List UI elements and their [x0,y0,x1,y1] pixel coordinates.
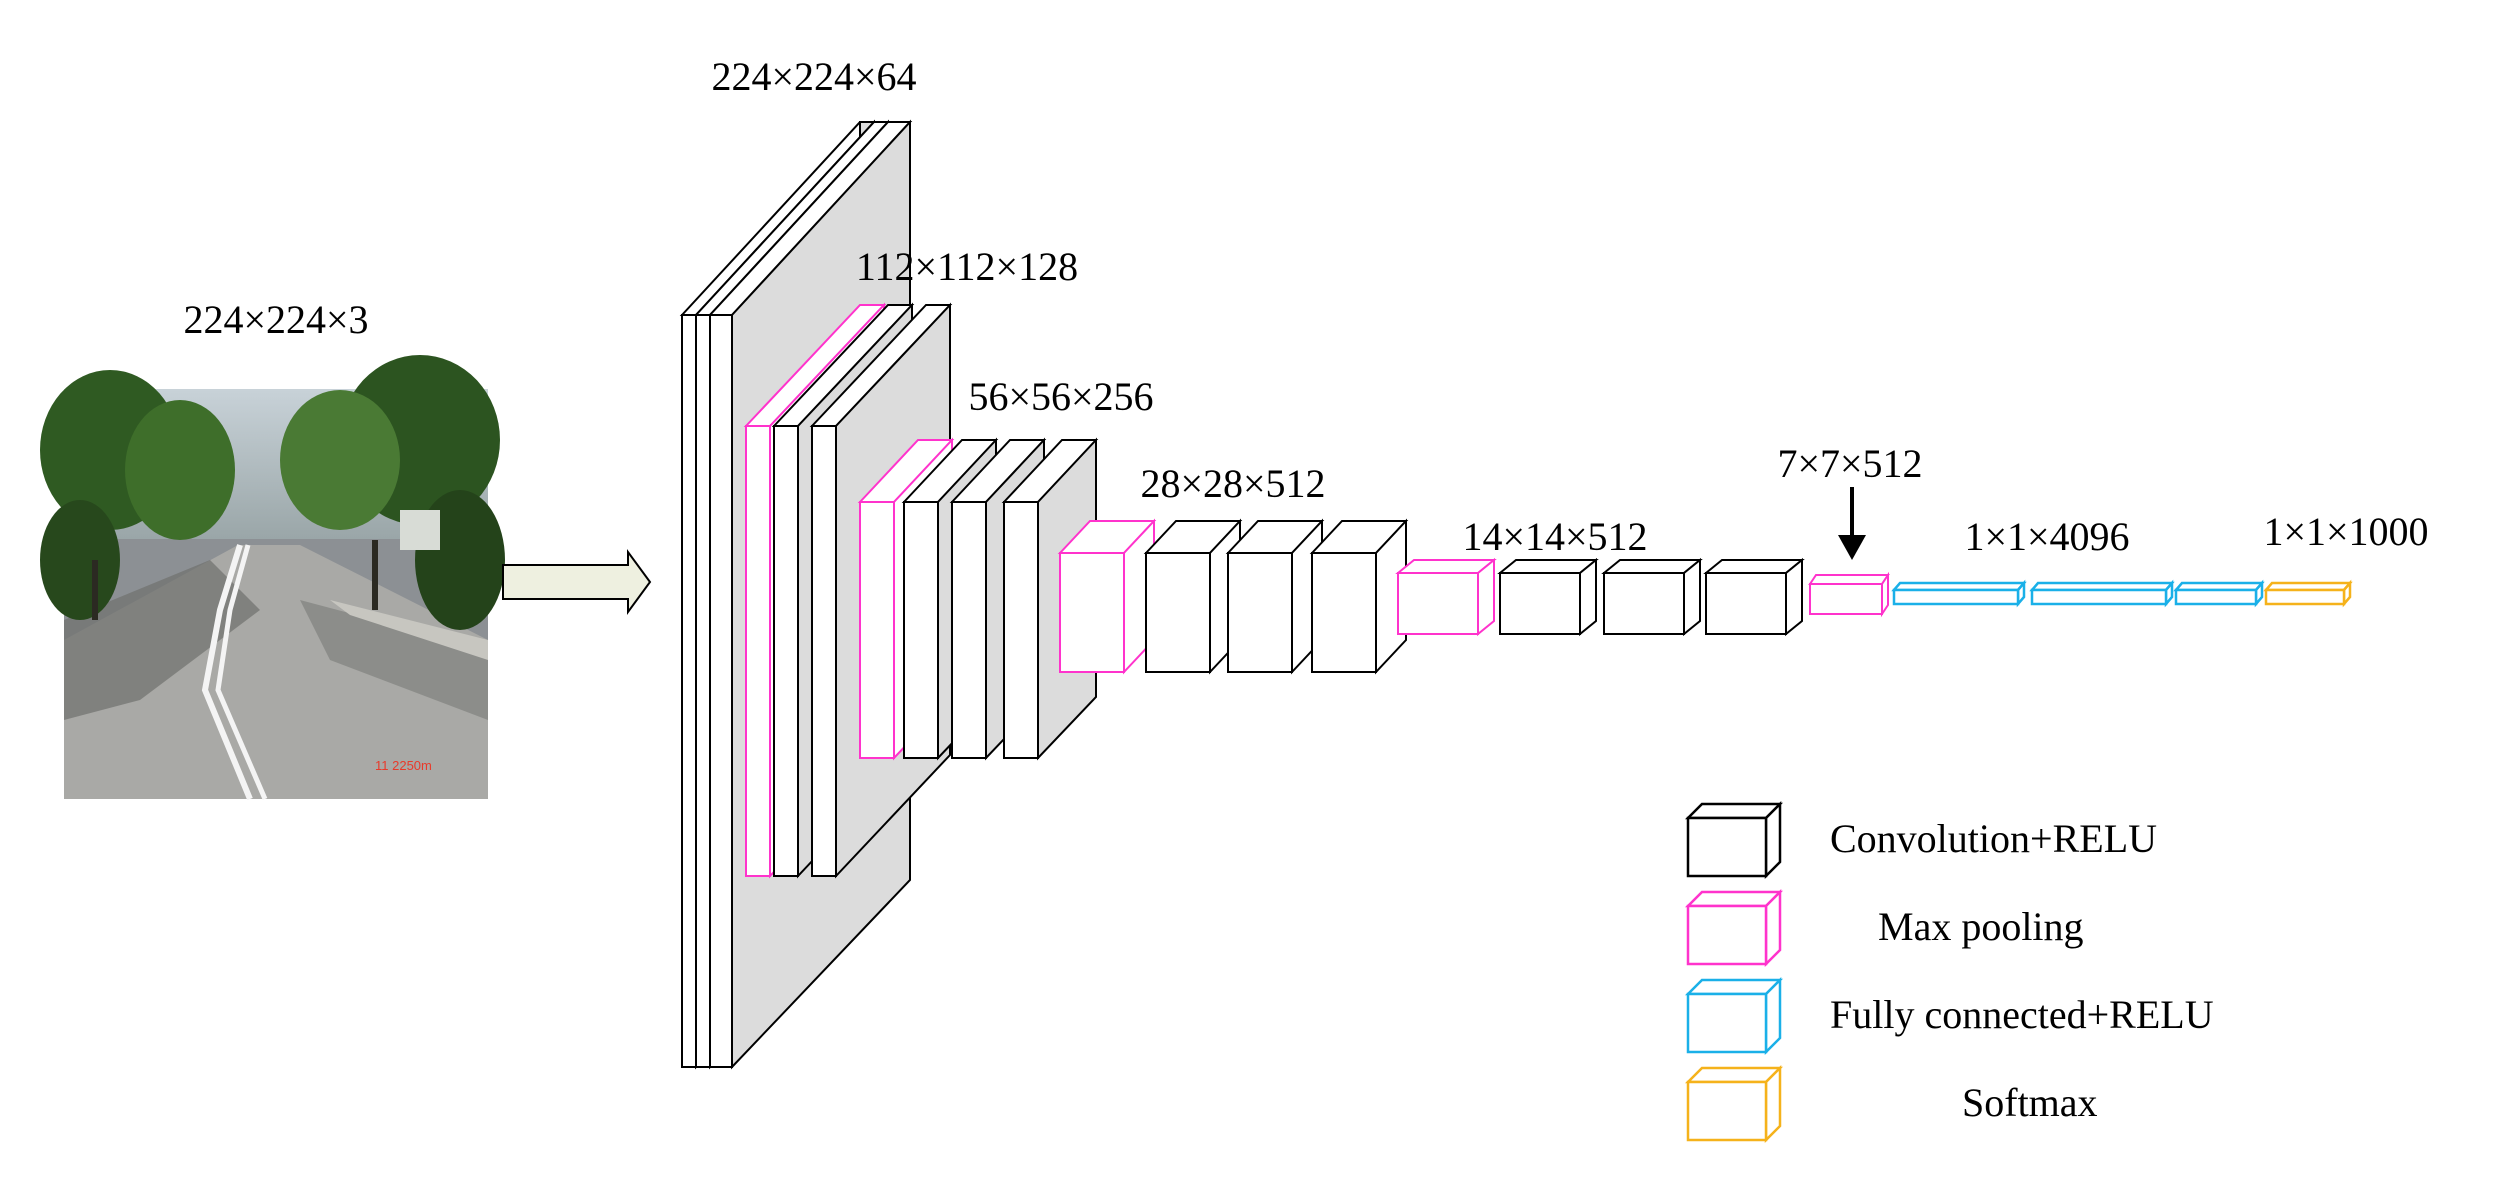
stage5-block [1395,557,1805,637]
legend-softmax-label: Softmax [1962,1080,2098,1125]
stage5-conv-layer-c [1703,557,1805,637]
legend: Convolution+RELU Max pooling Fully conne… [1684,800,2214,1144]
stage7-dims-label: 1×1×4096 [1964,514,2129,559]
stage5-conv-layer-a [1497,557,1599,637]
stage5-pool-layer [1395,557,1497,637]
fc-layer-1 [1891,579,2027,608]
stage4-conv-layer-a [1143,518,1243,675]
stage4-block [1057,518,1409,675]
stage8-softmax-layer [2263,579,2353,608]
stage8-dims-label: 1×1×1000 [2263,509,2428,554]
stage4-conv-layer-b [1225,518,1325,675]
stage3-dims-label: 56×56×256 [968,374,1153,419]
fc-layer-3 [2173,579,2265,608]
legend-pool-swatch [1684,888,1784,968]
stage4-conv-layer-c [1309,518,1409,675]
stage6-dims-label: 7×7×512 [1777,441,1922,486]
legend-conv-label: Convolution+RELU [1830,816,2157,861]
stage2-dims-label: 112×112×128 [856,244,1078,289]
stage1-dims-label: 224×224×64 [711,54,916,99]
stage5-dims-label: 14×14×512 [1462,514,1647,559]
legend-pool-label: Max pooling [1878,904,2084,949]
stage4-pool-layer [1057,518,1157,675]
fc-layer-2 [2029,579,2175,608]
legend-fc-swatch [1684,976,1784,1056]
legend-fc-label: Fully connected+RELU [1830,992,2214,1037]
image-stamp-text: 11 2250m [375,758,432,773]
stage7-fc-block [1891,579,2265,608]
input-street-image: 11 2250m [40,355,505,801]
stage6-pool-layer [1808,571,1890,618]
stage4-dims-label: 28×28×512 [1140,461,1325,506]
input-dims-label: 224×224×3 [183,297,368,342]
input-arrow [502,548,652,616]
legend-conv-swatch [1684,800,1784,880]
stage5-conv-layer-b [1601,557,1703,637]
legend-softmax-swatch [1684,1064,1784,1144]
stage6-arrow [1838,487,1866,560]
